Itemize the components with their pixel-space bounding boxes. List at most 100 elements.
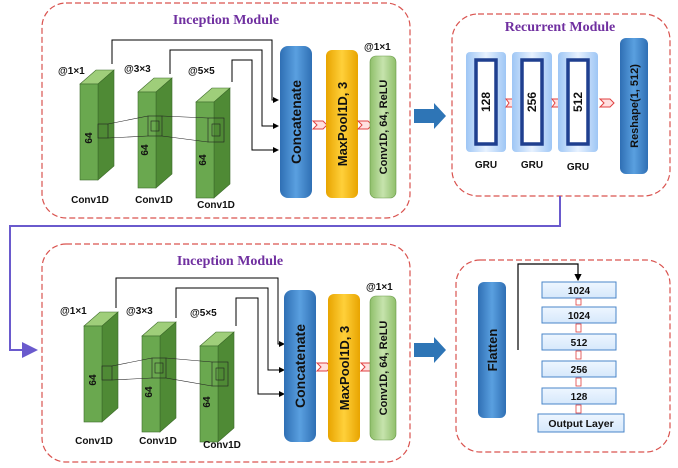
conv-label-3: Conv1D xyxy=(203,440,241,451)
output-layer-label: Output Layer xyxy=(548,418,613,430)
module-title: Recurrent Module xyxy=(505,20,616,35)
conv-label-2: Conv1D xyxy=(139,436,177,447)
gru-label-1: GRU xyxy=(475,160,497,171)
filter-label-3: 64 xyxy=(198,154,209,166)
maxpool-box xyxy=(326,50,358,198)
module-border xyxy=(41,243,411,463)
link-2-3b xyxy=(165,377,213,387)
dense-layer-5-label: 128 xyxy=(571,392,588,403)
module-title: Inception Module xyxy=(177,254,283,269)
conv-final-box xyxy=(369,295,397,441)
conv-final-label: Conv1D, 64, ReLU xyxy=(378,80,390,175)
conv-final-box xyxy=(369,55,397,199)
conv-block-1 xyxy=(79,69,115,181)
conv-block-1 xyxy=(83,311,119,423)
concatenate-box xyxy=(284,290,316,442)
flatten-label: Flatten xyxy=(485,329,500,372)
link-1-2a xyxy=(107,115,149,125)
filter-label-3: 64 xyxy=(202,396,213,408)
gru-cell-2-core xyxy=(520,58,544,146)
connector-dot xyxy=(575,323,582,333)
filter-label-1: 64 xyxy=(88,374,99,386)
dense-layer-1: 1024 xyxy=(541,281,617,299)
kernel-label-3: @5×5 xyxy=(190,308,217,319)
filter-label-2: 64 xyxy=(144,386,155,398)
gru-label-2: GRU xyxy=(521,160,543,171)
conv-final-kernel: @1×1 xyxy=(366,282,393,293)
branch-line-1 xyxy=(111,39,279,103)
kernel-label-2: @3×3 xyxy=(126,306,153,317)
link-1-2a xyxy=(111,357,153,367)
module-title: Inception Module xyxy=(173,13,279,28)
output-layer: Output Layer xyxy=(537,413,625,433)
conv-label-1: Conv1D xyxy=(75,436,113,447)
filter-label-1: 64 xyxy=(84,132,95,144)
conv-block-2 xyxy=(137,77,173,189)
chevron-icon xyxy=(598,98,615,108)
conv-label-2: Conv1D xyxy=(135,195,173,206)
branch-line-1 xyxy=(115,277,285,347)
conv-final-kernel: @1×1 xyxy=(364,42,391,53)
reshape-label: Reshape(1, 512) xyxy=(629,64,641,148)
link-2-3b xyxy=(161,135,209,143)
concatenate-label: Concatenate xyxy=(288,80,304,164)
maxpool-box xyxy=(328,294,360,442)
module-border xyxy=(41,2,411,219)
connector-dot xyxy=(575,377,582,387)
link-2-3a xyxy=(161,115,209,119)
dense-module: Flatten 1024 1024 512 256 128 xyxy=(455,259,671,453)
chevron-icon xyxy=(356,120,373,130)
link-2-3a xyxy=(165,357,213,363)
conv-block-3 xyxy=(195,87,231,199)
conv-label-3: Conv1D xyxy=(197,200,235,211)
branch-line-3 xyxy=(231,59,279,153)
branch-line-2 xyxy=(169,49,279,129)
conv-block-3 xyxy=(199,331,235,443)
maxpool-label: MaxPool1D, 3 xyxy=(337,326,352,411)
conv-block-2 xyxy=(141,321,177,433)
connector-dot xyxy=(575,350,582,360)
gru-units-2: 256 xyxy=(525,92,539,112)
flow-arrow-icon xyxy=(414,337,446,363)
gru-units-1: 128 xyxy=(479,92,493,112)
gru-cell-3-core xyxy=(566,58,590,146)
gru-units-3: 512 xyxy=(571,92,585,112)
kernel-label-3: @5×5 xyxy=(188,66,215,77)
conv-final-label: Conv1D, 64, ReLU xyxy=(378,321,390,416)
chevron-icon xyxy=(311,120,328,130)
module-border xyxy=(455,259,671,453)
connector-dot xyxy=(575,404,582,414)
connector-dot xyxy=(575,298,582,306)
inception-module-top: Inception Module @1×1 64 Conv1D @3×3 64 … xyxy=(41,2,411,219)
connector-line xyxy=(9,196,561,358)
concatenate-label: Concatenate xyxy=(292,324,308,408)
flatten-box xyxy=(478,282,506,418)
dense-layer-2: 1024 xyxy=(541,306,617,324)
dense-layer-4: 256 xyxy=(541,360,617,378)
dense-layer-5: 128 xyxy=(541,387,617,405)
filter-label-2: 64 xyxy=(140,144,151,156)
dense-layer-2-label: 1024 xyxy=(568,311,591,322)
dense-layer-1-label: 1024 xyxy=(568,286,591,297)
recurrent-module: Recurrent Module 128 GRU 256 GRU 512 GRU… xyxy=(451,13,671,197)
chevron-icon xyxy=(315,362,332,372)
concatenate-box xyxy=(280,46,312,198)
kernel-label-1: @1×1 xyxy=(58,66,85,77)
flatten-connector xyxy=(517,263,582,350)
branch-line-2 xyxy=(175,287,285,373)
flow-arrow-icon xyxy=(414,103,446,129)
branch-line-3 xyxy=(235,297,285,397)
dense-layer-3: 512 xyxy=(541,333,617,351)
link-1-2b xyxy=(111,377,153,381)
dense-layer-3-label: 512 xyxy=(571,338,588,349)
link-1-2b xyxy=(107,135,149,139)
gru-cell-1-core xyxy=(474,58,498,146)
kernel-label-2: @3×3 xyxy=(124,64,151,75)
inception-module-bottom: Inception Module @1×1 64 Conv1D @3×3 64 … xyxy=(41,243,411,463)
kernel-label-1: @1×1 xyxy=(60,306,87,317)
gru-label-3: GRU xyxy=(567,162,589,173)
dense-layer-4-label: 256 xyxy=(571,365,588,376)
maxpool-label: MaxPool1D, 3 xyxy=(335,82,350,167)
conv-label-1: Conv1D xyxy=(71,195,109,206)
